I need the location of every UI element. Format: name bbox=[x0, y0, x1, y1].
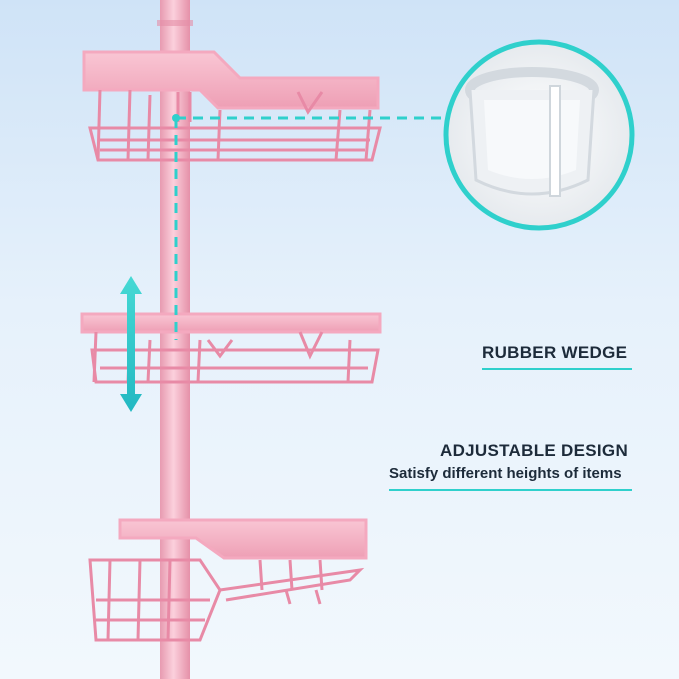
top-basket bbox=[82, 50, 382, 162]
adjustable-design-title: ADJUSTABLE DESIGN bbox=[440, 441, 629, 460]
rubber-wedge-pointer bbox=[174, 116, 446, 340]
rubber-wedge-underline bbox=[482, 368, 632, 370]
vertical-double-arrow-icon bbox=[120, 276, 142, 412]
rubber-wedge-zoom bbox=[443, 39, 635, 231]
middle-basket bbox=[80, 312, 382, 384]
adjustable-design-subtitle: Satisfy different heights of items bbox=[389, 465, 622, 482]
rubber-wedge-title: RUBBER WEDGE bbox=[482, 343, 628, 362]
bottom-basket bbox=[88, 518, 368, 642]
adjustable-design-underline bbox=[389, 489, 632, 491]
